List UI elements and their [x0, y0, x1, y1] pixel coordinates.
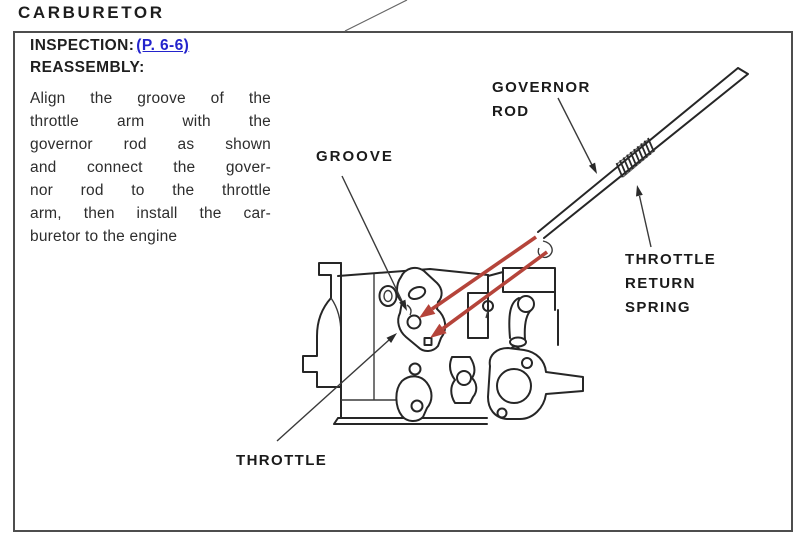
label-throttle-return-spring: THROTTLE RETURN SPRING: [625, 251, 717, 316]
instruction-line: nor rod to the throttle: [30, 182, 271, 199]
instruction-line: governor rod as shown: [30, 136, 271, 153]
label-throttle: THROTTLE: [236, 452, 328, 469]
inspection-row: INSPECTION:(P. 6-6): [30, 37, 189, 55]
inspection-page-link[interactable]: (P. 6-6): [136, 37, 190, 54]
instruction-paragraph: Align the groove of the throttle arm wit…: [30, 87, 271, 248]
instruction-line: buretor to the engine: [30, 228, 178, 245]
page-title: CARBURETOR: [18, 3, 165, 22]
label-governor-rod: GOVERNOR ROD: [492, 79, 591, 120]
instruction-line: and connect the gover-: [30, 159, 271, 176]
instruction-line: throttle arm with the: [30, 113, 271, 130]
reassembly-label: REASSEMBLY:: [30, 59, 145, 76]
instruction-line: Align the groove of the: [30, 90, 271, 107]
instruction-line: arm, then install the car-: [30, 205, 271, 222]
content-box: INSPECTION:(P. 6-6) REASSEMBLY: Align th…: [13, 31, 793, 532]
inspection-label: INSPECTION:: [30, 37, 135, 54]
page-fold-line: [344, 0, 408, 32]
label-groove: GROOVE: [316, 148, 394, 165]
